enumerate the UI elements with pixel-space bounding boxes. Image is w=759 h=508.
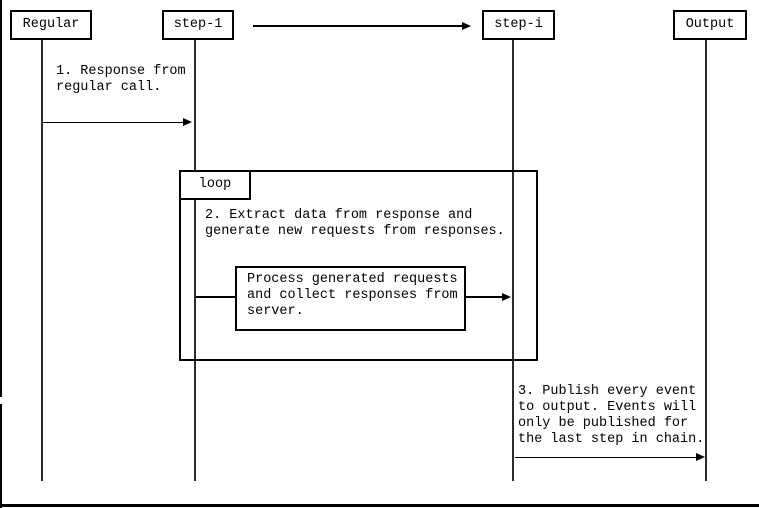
actor-label-step-1: step-1 (173, 17, 223, 32)
actor-box-regular: Regular (10, 10, 92, 40)
process-box: Process generated requests and collect r… (235, 266, 466, 331)
loop-operator-label: loop (198, 177, 232, 192)
message-3-arrow-icon (515, 453, 705, 462)
lifeline-step-i (512, 40, 514, 481)
message-1-text: 1. Response from regular call. (56, 64, 186, 95)
actor-box-output: Output (673, 10, 747, 40)
chain-continuation-arrow-icon (253, 21, 471, 31)
actor-label-output: Output (685, 17, 735, 32)
image-left-border (0, 0, 2, 508)
actor-box-step-1: step-1 (162, 10, 234, 40)
lifeline-regular (41, 40, 43, 481)
process-box-connector-line (196, 296, 235, 298)
lifeline-output (705, 40, 707, 481)
lifeline-step-1 (194, 40, 196, 481)
process-box-arrow-icon (466, 292, 511, 302)
actor-label-regular: Regular (22, 17, 80, 32)
loop-operator-label-box: loop (179, 170, 251, 200)
image-left-border-gap (0, 397, 2, 404)
message-3-text: 3. Publish every event to output. Events… (518, 384, 705, 447)
actor-label-step-i: step-i (494, 17, 543, 32)
image-bottom-border (0, 504, 759, 507)
message-1-arrow-icon (43, 118, 192, 127)
actor-box-step-i: step-i (482, 10, 555, 40)
loop-fragment-box (179, 170, 538, 361)
message-2-text: 2. Extract data from response and genera… (205, 208, 505, 239)
